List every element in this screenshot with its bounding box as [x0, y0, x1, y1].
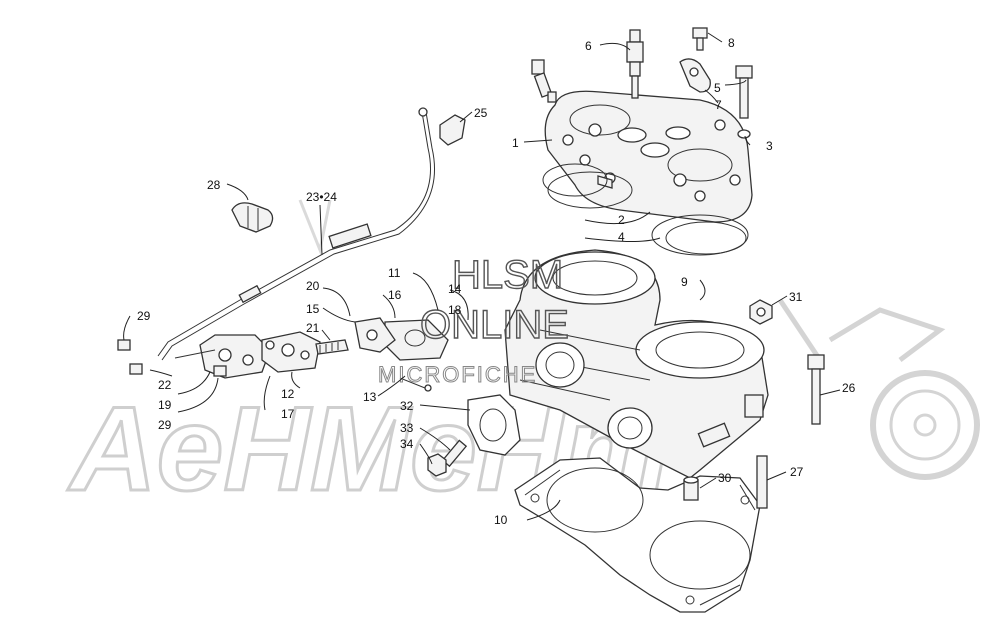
callout-29-top: 29 — [137, 309, 151, 323]
callout-12: 12 — [281, 387, 295, 401]
callout-25: 25 — [474, 106, 488, 120]
callout-31: 31 — [789, 290, 803, 304]
callout-21: 21 — [306, 321, 320, 335]
callout-26: 26 — [842, 381, 856, 395]
head-bolt — [735, 65, 753, 139]
valve-cover — [117, 331, 321, 379]
callout-3: 3 — [766, 139, 773, 153]
callout-5: 5 — [714, 81, 721, 95]
callout-13: 13 — [363, 390, 377, 404]
callout-33: 33 — [400, 421, 414, 435]
callout-32: 32 — [400, 399, 414, 413]
nut-icon — [749, 299, 825, 509]
callout-17: 17 — [281, 407, 295, 421]
callout-28: 28 — [207, 178, 221, 192]
leader-lines — [123, 32, 841, 521]
cylinder-head — [544, 90, 753, 223]
online-text: ONLINE — [420, 303, 569, 347]
exhaust-valve-parts — [315, 317, 449, 392]
callout-1: 1 — [512, 136, 519, 150]
hlsm-text: HLSM — [452, 253, 563, 297]
spark-plug-icon — [531, 29, 644, 103]
callout-14: 14 — [448, 282, 462, 296]
callout-29-bottom: 29 — [158, 418, 172, 432]
callout-15: 15 — [306, 302, 320, 316]
base-gasket — [514, 457, 761, 613]
callout-11: 11 — [388, 266, 401, 280]
callout-19: 19 — [158, 398, 172, 412]
dowel-pin — [683, 476, 699, 501]
grommet — [231, 202, 274, 233]
hlsm-watermark: HLSM ONLINE MICROFICHE — [378, 252, 570, 387]
callout-4: 4 — [618, 230, 625, 244]
control-cable — [157, 107, 435, 361]
head-orings — [542, 163, 749, 256]
callout-10: 10 — [494, 513, 508, 527]
callout-34: 34 — [400, 437, 414, 451]
cable-clip — [439, 114, 466, 146]
callout-22: 22 — [158, 378, 172, 392]
callout-6: 6 — [585, 39, 592, 53]
callout-27: 27 — [790, 465, 804, 479]
cylinder-block — [504, 249, 769, 479]
bolt-icon — [679, 27, 711, 93]
callout-16: 16 — [388, 288, 402, 302]
callout-18: 18 — [448, 303, 462, 317]
callout-9: 9 — [681, 275, 688, 289]
callout-20: 20 — [306, 279, 320, 293]
callout-8: 8 — [728, 36, 735, 50]
microfiche-text: MICROFICHE — [378, 362, 537, 387]
callout-23-24: 23•24 — [306, 190, 337, 204]
callout-2: 2 — [618, 213, 625, 227]
callout-30: 30 — [718, 471, 732, 485]
callout-7: 7 — [715, 98, 722, 112]
exhaust-gasket — [427, 394, 521, 477]
callout-labels: 1 2 3 4 5 6 7 8 9 10 11 12 13 14 15 16 1… — [137, 36, 856, 527]
